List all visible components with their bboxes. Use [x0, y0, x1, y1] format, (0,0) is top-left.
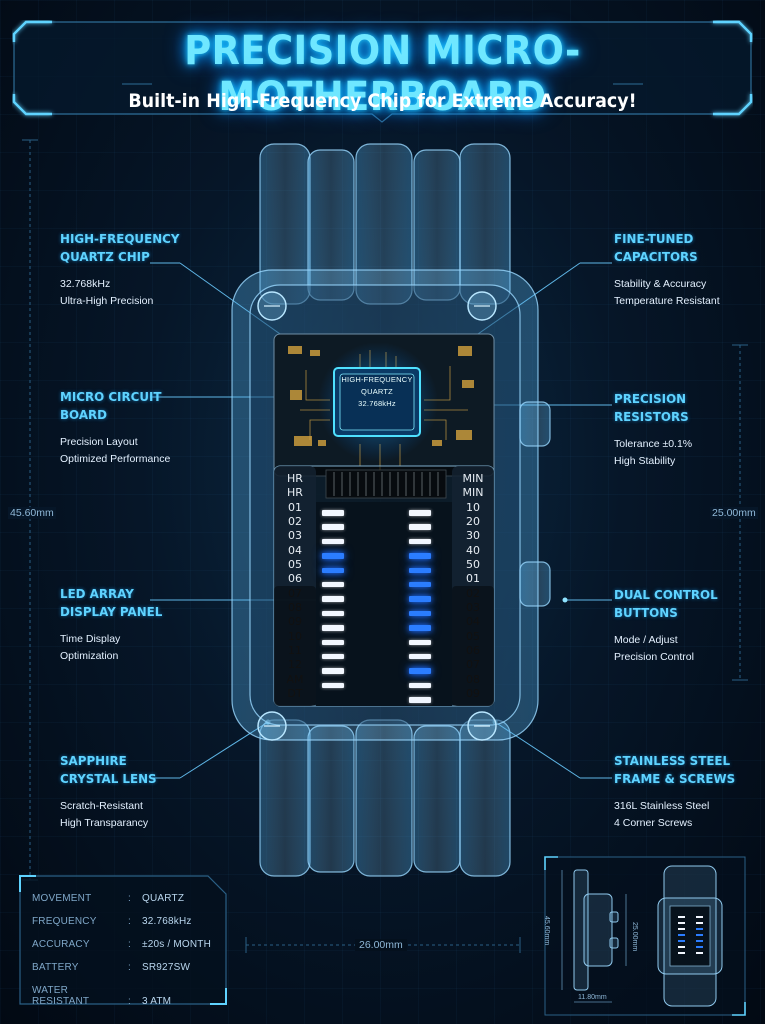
led-segment — [322, 625, 344, 631]
led-segment — [409, 538, 431, 545]
led-segment — [409, 510, 431, 516]
spec-row-accuracy: ACCURACY:±20s / MONTH — [32, 939, 212, 950]
led-segment — [409, 596, 431, 602]
led-segment — [409, 697, 431, 703]
led-segment — [409, 625, 431, 631]
led-segment — [322, 538, 344, 545]
minute-led-column — [409, 510, 431, 711]
led-segment — [409, 553, 431, 559]
led-segment — [322, 668, 344, 674]
hour-scale: HR HR 01 02 03 04 05 06 07 08 09 10 11 1… — [286, 472, 304, 701]
led-segment — [409, 610, 431, 617]
mini-technical-diagram: 45.60mm 25.00mm 11.80mm — [543, 856, 746, 1016]
led-segment — [322, 653, 344, 660]
quartz-chip-label: HIGH-FREQUENCY QUARTZ 32.768kHz — [341, 375, 413, 408]
led-segment — [409, 639, 431, 646]
led-segment — [322, 524, 344, 530]
watch-xray-illustration: HIGH-FREQUENCY QUARTZ 32.768kHz HR HR 01… — [210, 140, 560, 880]
led-segment — [409, 682, 431, 689]
specs-frame — [19, 875, 227, 1005]
mini-dimension-depth: 11.80mm — [578, 994, 607, 1001]
led-segment — [409, 524, 431, 530]
dimension-height-left: 45.60mm — [8, 507, 56, 519]
led-segment — [322, 581, 344, 588]
header-panel: PRECISION MICRO-MOTHERBOARD Built-in Hig… — [12, 20, 753, 124]
page-subtitle: Built-in High-Frequency Chip for Extreme… — [128, 90, 637, 112]
led-segment — [409, 653, 431, 660]
spec-row-water-resistant: WATER RESISTANT:3 ATM — [32, 985, 172, 1007]
hour-led-column — [322, 510, 344, 697]
minute-scale: MIN MIN 10 20 30 40 50 01 02 03 04 05 06… — [462, 472, 484, 701]
page-title: PRECISION MICRO-MOTHERBOARD — [184, 28, 581, 120]
led-segment — [322, 682, 344, 689]
spec-row-battery: BATTERY:SR927SW — [32, 962, 191, 973]
spec-row-frequency: FREQUENCY:32.768kHz — [32, 916, 192, 927]
led-segment — [322, 553, 344, 559]
specs-panel: MOVEMENT:QUARTZ FREQUENCY:32.768kHz ACCU… — [18, 874, 228, 1007]
led-segment — [409, 581, 431, 588]
led-segment — [322, 510, 344, 516]
led-segment — [409, 567, 431, 574]
led-segment — [409, 668, 431, 674]
led-segment — [322, 567, 344, 574]
dimension-width-bottom: 26.00mm — [355, 939, 407, 951]
led-segment — [322, 596, 344, 602]
watch-body — [231, 143, 551, 877]
dimension-height-right: 25.00mm — [710, 507, 758, 519]
spec-row-movement: MOVEMENT:QUARTZ — [32, 893, 185, 904]
mini-diagram-drawing — [544, 856, 746, 1016]
mini-dimension-height-2: 25.00mm — [631, 922, 638, 952]
mini-dimension-height-1: 45.60mm — [543, 916, 550, 946]
led-segment — [322, 639, 344, 646]
led-segment — [322, 610, 344, 617]
header-frame — [12, 20, 753, 123]
